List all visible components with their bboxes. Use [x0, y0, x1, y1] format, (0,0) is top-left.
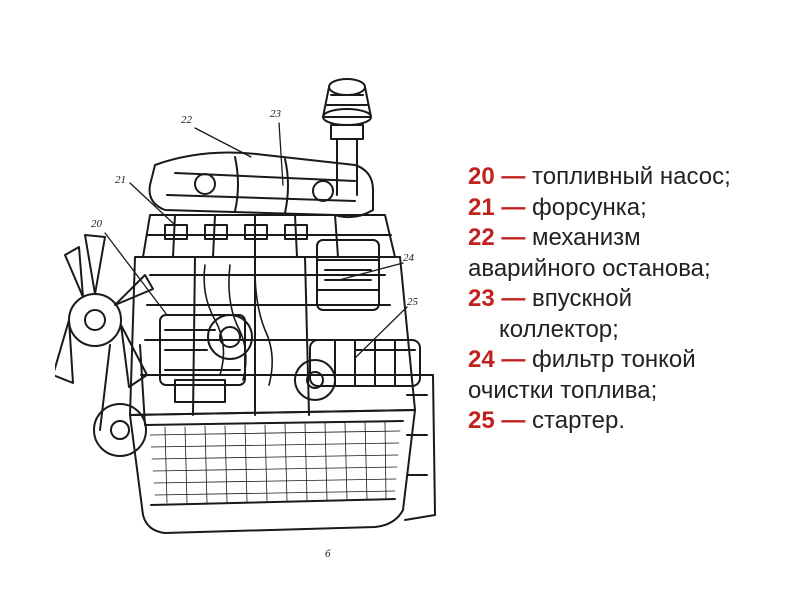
legend-text: механизм	[532, 224, 641, 251]
legend-text: форсунка;	[532, 193, 647, 221]
fuel-filter	[316, 239, 380, 311]
legend-item: 23 — впускной	[468, 284, 788, 315]
legend-text: фильтр тонкой	[532, 346, 696, 373]
crankshaft-pulley	[93, 344, 147, 457]
legend-dash: —	[501, 407, 526, 434]
legend-text: впускной	[532, 285, 633, 312]
engine-block	[129, 256, 416, 416]
legend-item-continuation: аварийного останова;	[468, 254, 788, 285]
legend-number: 21	[468, 193, 495, 221]
fuel-pump	[159, 314, 253, 403]
legend-dash: —	[501, 193, 526, 221]
air-cleaner	[322, 78, 372, 196]
legend-dash: —	[501, 163, 526, 190]
legend-item: 25 — стартер.	[468, 406, 788, 437]
fan	[55, 234, 154, 388]
intake-manifold	[148, 151, 374, 219]
cylinder-head	[142, 214, 396, 258]
legend-number: 23	[468, 285, 495, 312]
callout-24: 24	[403, 252, 415, 264]
legend-text: стартер.	[532, 407, 626, 434]
legend-text: аварийного останова;	[468, 254, 711, 282]
callout-20: 20	[91, 218, 103, 230]
legend-number: 22	[468, 224, 495, 251]
oil-pan	[129, 409, 416, 534]
callout-leaders	[104, 122, 408, 359]
starter	[294, 339, 421, 401]
legend: 20 — топливный насос; 21 — форсунка; 22 …	[468, 162, 788, 437]
legend-item-continuation: коллектор;	[468, 315, 788, 346]
legend-number: 24	[468, 346, 495, 373]
legend-number: 20	[468, 163, 495, 190]
callout-25: 25	[407, 296, 419, 308]
callout-22: 22	[181, 114, 193, 126]
legend-item: 24 — фильтр тонкой	[468, 345, 788, 376]
legend-number: 25	[468, 407, 495, 434]
legend-item: 22 — механизм	[468, 223, 788, 254]
legend-dash: —	[501, 285, 526, 312]
legend-item: 20 — топливный насос;	[468, 162, 788, 193]
legend-text: коллектор;	[499, 315, 619, 343]
legend-item: 21 — форсунка;	[468, 193, 788, 224]
bottom-mark: б	[325, 548, 331, 560]
legend-dash: —	[501, 224, 526, 251]
callout-23: 23	[270, 108, 282, 120]
oil-pan-grid	[149, 421, 401, 504]
legend-text: топливный насос;	[532, 163, 731, 190]
legend-dash: —	[501, 346, 526, 373]
flywheel-housing	[399, 374, 436, 521]
engine-illustration: 20 21 22 23 24 25 б	[55, 78, 436, 560]
legend-item-continuation: очистки топлива;	[468, 376, 788, 407]
callout-21: 21	[115, 174, 126, 186]
legend-text: очистки топлива;	[468, 376, 658, 404]
